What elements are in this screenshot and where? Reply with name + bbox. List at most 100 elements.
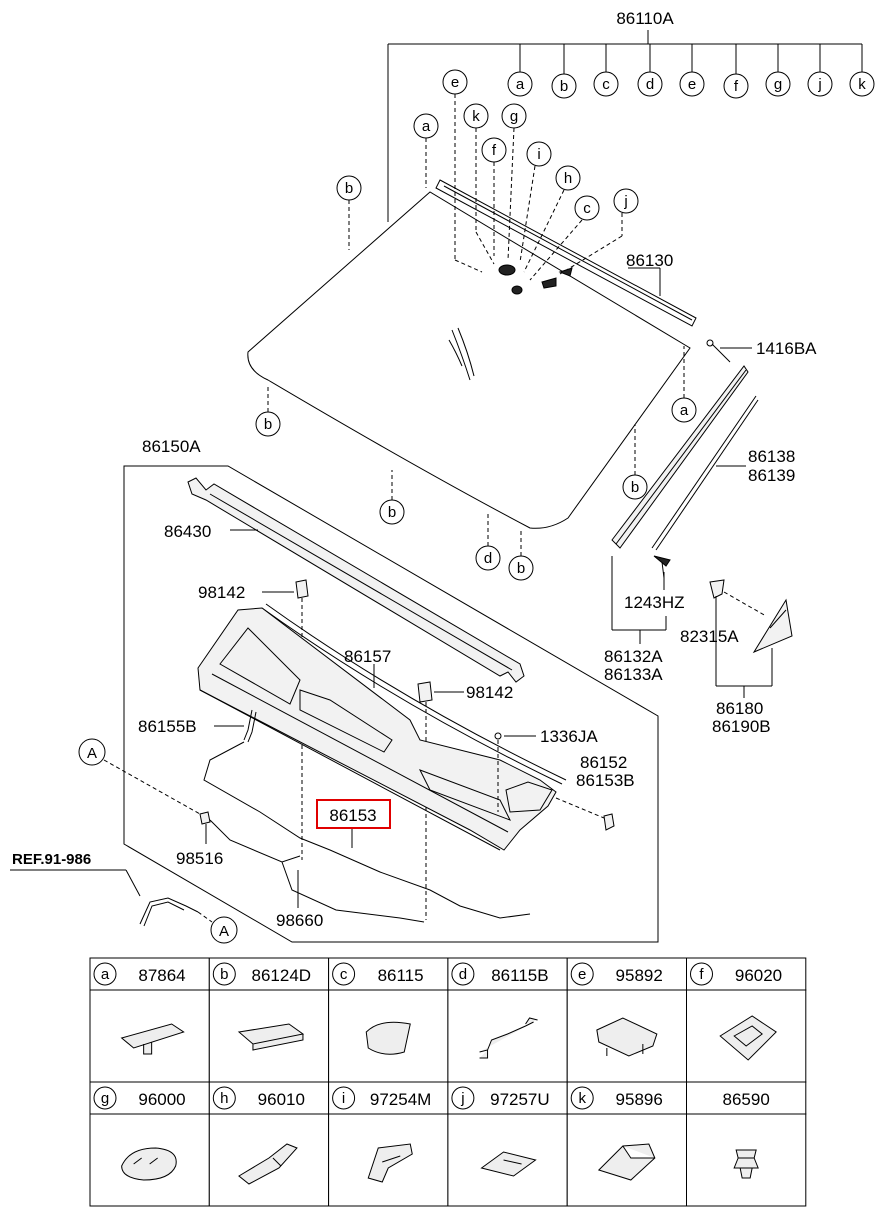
parts-table-letter: a — [101, 966, 110, 983]
parts-table-part-number: 86124D — [252, 966, 312, 985]
part-label-86157[interactable]: 86157 — [344, 647, 391, 666]
clip-icon — [120, 1023, 185, 1055]
part-label-86180[interactable]: 86180 — [716, 699, 763, 718]
callout-a: a — [507, 44, 533, 97]
fastener-icon — [733, 1149, 759, 1179]
strip-icon — [237, 1023, 305, 1051]
callout-e: e — [679, 44, 705, 97]
end-cap-86152[interactable] — [555, 797, 615, 831]
seal-86157[interactable] — [261, 603, 567, 785]
parts-table-letter-circle — [332, 962, 356, 986]
connector-ref-A-bottom — [210, 916, 238, 944]
part-label-86430[interactable]: 86430 — [164, 522, 211, 541]
part-label-86138[interactable]: 86138 — [748, 447, 795, 466]
svg-text:a: a — [516, 76, 525, 93]
top-molding-86130[interactable] — [435, 179, 697, 327]
parts-table-letter-circle — [451, 1086, 475, 1110]
parts-table-part-number: 96010 — [258, 1090, 305, 1109]
parts-table-letter-circle — [690, 962, 713, 986]
svg-text:b: b — [388, 504, 396, 521]
washer-hose-98660[interactable] — [203, 741, 531, 923]
svg-text:j: j — [817, 76, 821, 93]
part-label-86139[interactable]: 86139 — [748, 466, 795, 485]
parts-table-letter: e — [578, 966, 586, 983]
side-molding-86132A[interactable] — [611, 365, 749, 549]
cover-icon — [597, 1143, 656, 1181]
part-label-86110A[interactable]: 86110A — [616, 9, 674, 28]
svg-text:a: a — [422, 118, 431, 135]
part-label-98660[interactable]: 98660 — [276, 911, 323, 930]
parts-table-letter: b — [220, 966, 228, 983]
screw-1336JA[interactable] — [494, 732, 502, 812]
part-label-86132A[interactable]: 86132A — [604, 647, 663, 666]
part-label-86130[interactable]: 86130 — [626, 251, 673, 270]
svg-text:f: f — [492, 142, 497, 159]
parts-table-part-number: 95896 — [616, 1090, 663, 1109]
parts-table-letter-circle — [332, 1086, 356, 1110]
part-label-98142-left[interactable]: 98142 — [198, 583, 245, 602]
parts-table-cell[interactable]: a 87864 — [89, 957, 210, 1083]
bracket-86155B[interactable] — [243, 709, 257, 743]
parts-table-letter-circle — [93, 962, 117, 986]
callout-d: d — [637, 44, 663, 97]
side-strip-86138[interactable] — [651, 395, 759, 551]
parts-table-part-number: 87864 — [138, 966, 185, 985]
sensor-cover-icon — [719, 1015, 777, 1061]
ref-label-91-986[interactable]: REF.91-986 — [12, 851, 91, 868]
part-label-86155B[interactable]: 86155B — [138, 717, 197, 736]
top-callout-row: a b c d e f g j k — [507, 44, 875, 99]
part-label-86133A[interactable]: 86133A — [604, 665, 663, 684]
callout-c: c — [593, 44, 619, 97]
callout-g: g — [765, 44, 791, 97]
cowl-top-cover[interactable] — [197, 607, 557, 851]
cowl-seal-86430[interactable] — [187, 477, 525, 683]
part-label-86152[interactable]: 86152 — [580, 753, 627, 772]
parts-table-cell[interactable]: 86590 — [686, 1081, 807, 1207]
sensor-parts-on-glass[interactable] — [498, 264, 573, 295]
svg-text:e: e — [451, 74, 459, 91]
parts-table-part-number: 97257U — [490, 1090, 550, 1109]
part-label-86190B[interactable]: 86190B — [712, 717, 771, 736]
screw-1416BA[interactable] — [706, 339, 731, 363]
part-label-1416BA[interactable]: 1416BA — [756, 339, 817, 358]
parts-table-letter: f — [699, 966, 704, 983]
parts-table-letter-circle — [212, 962, 236, 986]
cowl-group-outline — [123, 465, 659, 943]
part-label-86150A[interactable]: 86150A — [142, 437, 201, 456]
parts-table-letter: i — [342, 1090, 345, 1107]
part-label-86153B[interactable]: 86153B — [576, 771, 635, 790]
callout-j: j — [807, 44, 833, 97]
connector-98516[interactable] — [199, 811, 211, 825]
part-label-82315A[interactable]: 82315A — [680, 627, 739, 646]
clip-82315A[interactable] — [709, 579, 725, 599]
svg-text:d: d — [484, 550, 492, 567]
svg-text:h: h — [564, 170, 572, 187]
part-label-98142-right[interactable]: 98142 — [466, 683, 513, 702]
part-label-1336JA[interactable]: 1336JA — [540, 727, 598, 746]
parts-table-part-number: 86115B — [491, 966, 548, 985]
svg-text:b: b — [631, 479, 639, 496]
parts-table-cell[interactable]: b 86124D — [208, 957, 330, 1083]
svg-text:a: a — [680, 402, 689, 419]
glass-callouts: e k g f i h c j a b b b d b b a — [255, 69, 697, 581]
part-label-86153[interactable]: 86153 — [329, 806, 376, 825]
svg-text:d: d — [646, 76, 654, 93]
corner-cover-86180[interactable] — [752, 598, 793, 654]
part-label-1243HZ[interactable]: 1243HZ — [624, 593, 684, 612]
parts-table-letter: g — [101, 1090, 109, 1107]
clip-1243HZ[interactable] — [653, 555, 671, 579]
svg-text:b: b — [517, 560, 525, 577]
svg-text:j: j — [623, 193, 627, 210]
svg-text:g: g — [774, 76, 782, 93]
part-label-98516[interactable]: 98516 — [176, 849, 223, 868]
windshield-glass[interactable] — [247, 191, 691, 529]
